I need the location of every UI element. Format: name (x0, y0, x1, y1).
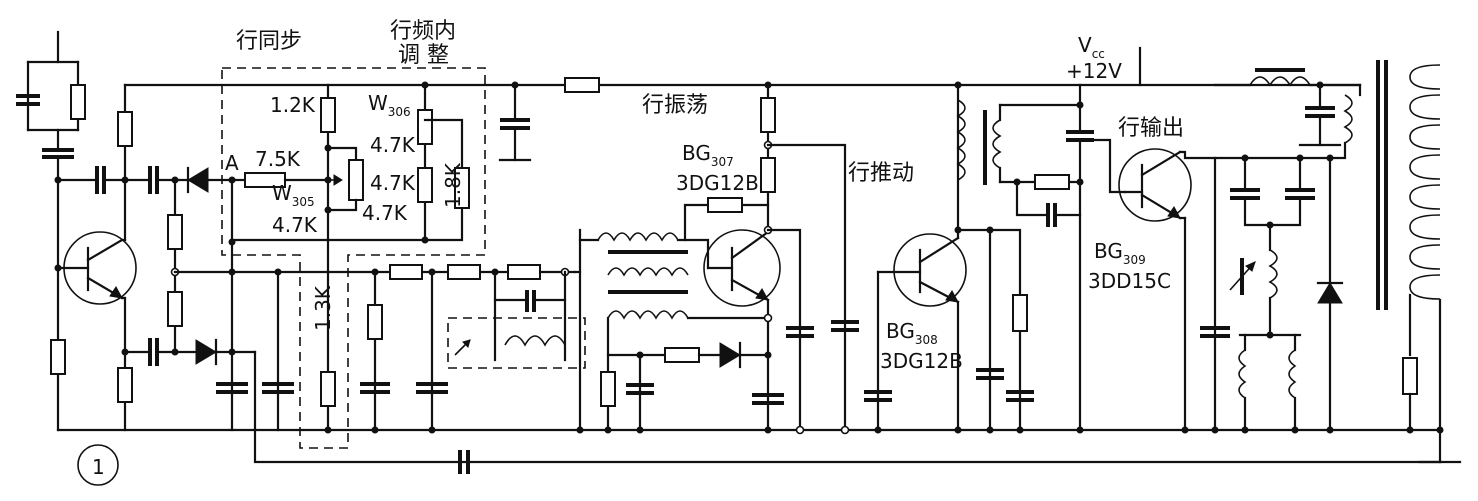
node-a-label: A (225, 151, 239, 175)
driver-transformer (992, 83, 1127, 432)
ground-bus (56, 428, 1462, 464)
input-network (16, 30, 237, 194)
oscillator-stage (573, 81, 859, 435)
freq-adjust-title-1: 行频内 (390, 19, 456, 44)
r-1-8k-label: 1.8K (441, 162, 465, 208)
top-rail (123, 46, 1362, 87)
r-4-7k-a-label: 4.7K (370, 171, 416, 195)
output-stage (1118, 148, 1344, 432)
input-marker-label: 1 (92, 455, 105, 479)
oscillator-labels: 行振荡 BG307 3DG12B (642, 93, 759, 195)
w305-label: W305 (272, 181, 315, 209)
driver-stage (864, 81, 1034, 434)
output-block-title: 行输出 (1118, 116, 1184, 141)
output-labels: 行输出 BG309 3DD15C (1088, 116, 1184, 293)
bg308-type: 3DG12B (880, 349, 963, 373)
freq-adjust-title-2: 调 整 (398, 43, 449, 68)
filter-network (360, 264, 586, 432)
output-transformer (1213, 60, 1444, 434)
r-7-5k-label: 7.5K (255, 147, 301, 171)
w306-label: W306 (368, 91, 411, 119)
supply-voltage: +12V (1066, 59, 1122, 83)
sync-labels: 行同步 行频内 调 整 1.2K 7.5K A W306 4.7K 4.7K 4… (225, 19, 465, 331)
bg309-type: 3DD15C (1088, 269, 1171, 293)
driver-block-title: 行推动 (848, 161, 914, 186)
oscillator-block-title: 行振荡 (642, 93, 708, 118)
w305-value: 4.7K (272, 213, 318, 237)
supply-label: Vcc +12V (1066, 33, 1122, 83)
input-lower-branch (121, 178, 257, 432)
rail-components (324, 77, 1334, 474)
bg307-type: 3DG12B (676, 171, 759, 195)
driver-labels: 行推动 BG308 3DG12B (848, 161, 963, 373)
sync-module-box (221, 67, 486, 449)
sync-block-title: 行同步 (236, 29, 302, 54)
bg309-label: BG309 (1094, 239, 1146, 267)
input-transistor (50, 83, 137, 432)
r-4-7k-b-label: 4.7K (362, 201, 408, 225)
w306-value: 4.7K (370, 133, 416, 157)
bg307-label: BG307 (682, 141, 734, 169)
r-1-3k-label: 1.3K (311, 285, 335, 331)
bg308-label: BG308 (886, 319, 938, 347)
vcc-label: Vcc (1078, 33, 1105, 61)
r-1-2k-label: 1.2K (270, 93, 316, 117)
input-marker: 1 (77, 444, 119, 486)
